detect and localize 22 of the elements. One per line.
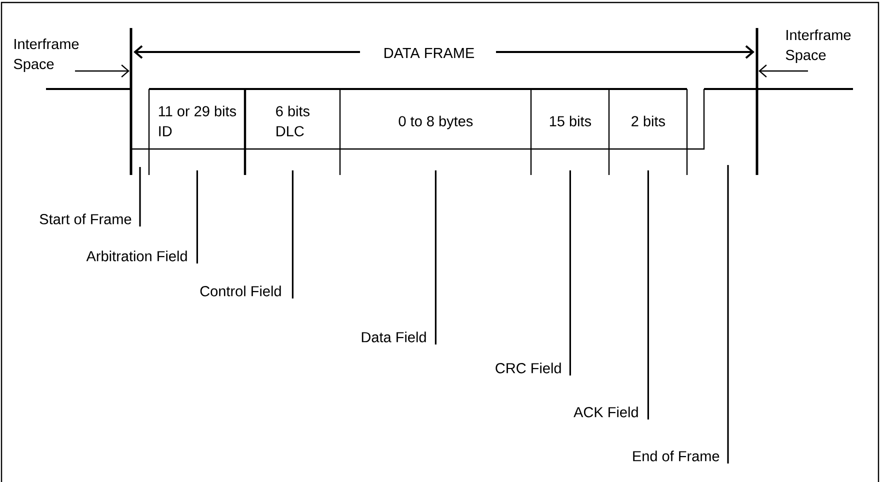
field-label: Control Field xyxy=(200,286,281,296)
annotation-label: Interframe Space xyxy=(14,38,79,72)
leader-line xyxy=(292,170,294,299)
field-text: 11 or 29 bits ID xyxy=(158,106,236,136)
annotation-label: Interframe Space xyxy=(786,30,851,63)
field-label: CRC Field xyxy=(496,362,561,374)
field-label: Arbitration Field xyxy=(86,250,187,262)
field-text: 6 bits DLC xyxy=(276,106,310,136)
leader-line xyxy=(727,165,729,464)
leader-line xyxy=(647,170,649,420)
dimension-label: DATA FRAME xyxy=(384,48,474,58)
field-text: 15 bits xyxy=(550,116,592,126)
field-label: End of Frame xyxy=(633,450,720,462)
leader-line xyxy=(196,170,198,264)
leader-line xyxy=(434,170,436,345)
leader-line xyxy=(569,170,571,376)
field-label: Data Field xyxy=(362,332,426,342)
field-label: ACK Field xyxy=(574,406,638,418)
field-text: 2 bits xyxy=(632,116,665,126)
field-label: Start of Frame xyxy=(40,214,132,224)
field-text: 0 to 8 bytes xyxy=(398,116,473,130)
leader-line xyxy=(139,167,141,226)
